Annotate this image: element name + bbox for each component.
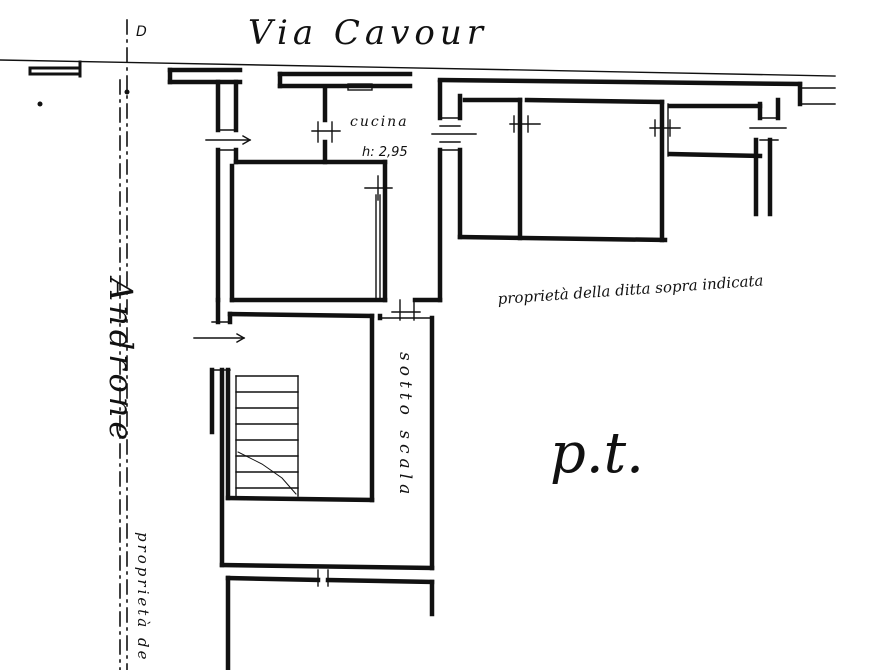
door-markers xyxy=(193,115,787,371)
lower-walls xyxy=(225,569,435,670)
floor-code: p.t. xyxy=(550,421,644,486)
under-stairs-label: sotto scala xyxy=(395,352,415,499)
stair-block xyxy=(209,297,435,571)
street-label: Via Cavour xyxy=(248,13,488,53)
axis-letter: D xyxy=(136,24,147,40)
kitchen-name: cucina xyxy=(350,114,409,130)
property-note: proprietà della ditta sopra indicata xyxy=(497,271,764,308)
upper-rooms xyxy=(215,79,781,303)
corridor-label: Androne xyxy=(102,275,140,444)
stair-treads xyxy=(235,375,299,497)
left-property-note: proprietà de xyxy=(134,532,152,662)
axis-line-d xyxy=(37,19,130,670)
street-facade xyxy=(0,59,836,107)
kitchen-height: h: 2,95 xyxy=(362,145,408,160)
